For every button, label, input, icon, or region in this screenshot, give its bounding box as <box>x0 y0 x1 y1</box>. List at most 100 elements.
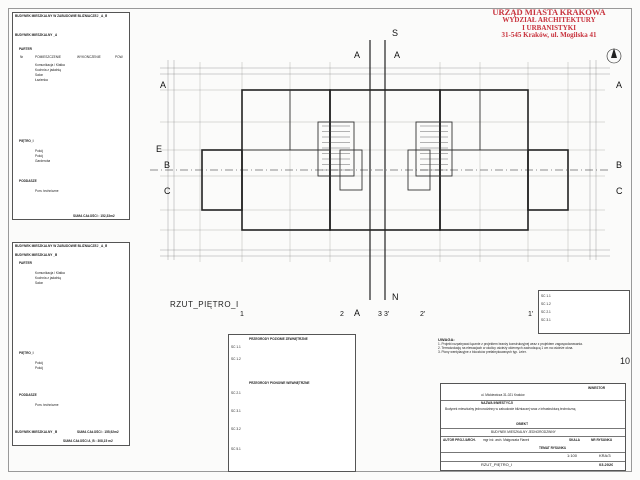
room-row: Pokój <box>35 366 43 370</box>
object-text: BUDYNEK MIESZKALNY JEDNORODZINNY <box>491 430 556 434</box>
legend-title: PRZEGRODY POZIOME ZEWNĘTRZNE <box>249 337 308 341</box>
stamp-line-4: 31-545 Kraków, ul. Mogilska 41 <box>501 31 597 39</box>
room-row: Pokój <box>35 154 43 158</box>
note-item: 1. Projekt rozpatrywać łącznie z projekt… <box>438 342 583 346</box>
table-title: BUDYNEK MIESZKALNY W ZABUDOWIE BLIŹNIACZ… <box>15 244 108 248</box>
legend-code: SC 3.1 <box>231 409 241 413</box>
investment-label: NAZWA INWESTYCJI <box>481 401 513 405</box>
sum-total: SUMA CAŁOŚCI : 155,92m2 <box>77 430 119 434</box>
axis-number: 2 <box>340 311 344 318</box>
investor-text: ul. Mickiewicza 31-021 Kraków <box>481 393 525 397</box>
legend-code: SC 1.1 <box>231 345 241 349</box>
room-row: Pokój <box>35 361 43 365</box>
note-item: 2. Termoizolację na elewacjach w okolicy… <box>438 346 574 350</box>
room-row: Salon <box>35 281 44 285</box>
notes-title: UWAGA: <box>438 337 455 342</box>
room-row: Garderoba <box>35 159 51 163</box>
axis-number: 2' <box>420 311 425 318</box>
partition-legend: PRZEGRODY POZIOME ZEWNĘTRZNE SC 1.1 SC 1… <box>228 334 356 472</box>
axis-number: 1 <box>240 311 244 318</box>
investor-label: INWESTOR <box>587 386 605 390</box>
floor-label: PODDASZE <box>19 179 37 183</box>
axis-letter: S <box>392 28 398 38</box>
axis-number: 3 <box>378 311 382 318</box>
room-row: Salon <box>35 73 44 77</box>
legend-code: SC 1.2 <box>231 357 241 361</box>
room-row: Komunikacja / Klatka <box>35 271 65 275</box>
axis-letter: A <box>354 50 360 60</box>
axis-letter: A <box>394 50 400 60</box>
room-row: Kuchnia z jadalnią <box>35 276 61 280</box>
axis-letter: A <box>616 80 622 90</box>
legend-code: SC 3.2 <box>231 427 241 431</box>
legend-title: PRZEGRODY PIONOWE WEWNĘTRZNE <box>249 381 310 385</box>
legend-row: SC 1.2 <box>541 302 551 306</box>
scale-label: SKALA <box>569 438 580 442</box>
axis-letter: A <box>354 308 360 318</box>
floor-label: PIĘTRO_I <box>19 139 34 143</box>
section-lines <box>150 40 610 300</box>
block-title: BUDYNEK MIESZKALNY _B <box>15 430 58 434</box>
legend-row: SC 3.1 <box>541 318 551 322</box>
room-row: Pom. techniczne <box>35 189 59 193</box>
investment-text: Budynek mieszkalny jednorodzinny w zabud… <box>445 407 576 411</box>
title-block: INWESTOR ul. Mickiewicza 31-021 Kraków N… <box>440 383 626 471</box>
room-row: Pom. techniczne <box>35 403 59 407</box>
legend-row: SC 1.1 <box>541 294 551 298</box>
axis-number: 1' <box>528 311 533 318</box>
block-title: BUDYNEK MIESZKALNY _B <box>15 253 58 257</box>
sum-total: SUMA CAŁOŚCI : 152,33m2 <box>73 214 115 218</box>
stamp-line-3: I URBANISTYKI <box>522 23 576 32</box>
room-row: Komunikacja / Klatka <box>35 63 65 67</box>
author-text: mgr inż. arch. Małgorzata Flanek <box>483 438 530 442</box>
axis-letter: E <box>156 144 162 154</box>
axis-number: 3' <box>384 311 389 318</box>
axis-letter: C <box>164 186 171 196</box>
axis-letter: A <box>160 80 166 90</box>
legend-code: SC 2.1 <box>231 391 241 395</box>
approval-stamp: URZĄD MIASTA KRAKOWA WYDZIAŁ ARCHITEKTUR… <box>486 8 612 40</box>
block-title: BUDYNEK MIESZKALNY _A <box>15 33 58 37</box>
legend-code: SC 5.1 <box>231 447 241 451</box>
drawing-no-value: KRA/3 <box>599 454 611 458</box>
room-row: Kuchnia z jadalnią <box>35 68 61 72</box>
page-mark: 10 <box>620 356 631 366</box>
note-item: 3. Piony wentylacyjne z bloczków prefabr… <box>438 350 527 354</box>
stamp-line-2: WYDZIAŁ ARCHITEKTURY <box>502 16 596 24</box>
grid-lines <box>160 62 605 262</box>
axis-letter: C <box>616 186 623 196</box>
axis-letter: N <box>392 292 399 302</box>
floor-label: PODDASZE <box>19 393 37 397</box>
col-header-area: POW. <box>115 55 124 59</box>
floor-label: PARTER <box>19 47 32 51</box>
col-header-name: POMIESZCZENIE <box>35 55 62 59</box>
room-table-lower: BUDYNEK MIESZKALNY W ZABUDOWIE BLIŹNIACZ… <box>12 242 130 446</box>
author-label: AUTOR PROJ./ARCH. <box>443 438 476 442</box>
object-label: OBIEKT <box>516 422 529 426</box>
col-header-nr: Nr <box>20 55 24 59</box>
room-row: Pokój <box>35 149 43 153</box>
col-header-floor: WYKOŃCZENIE <box>77 55 101 59</box>
north-arrow <box>606 48 622 64</box>
axis-letter: B <box>164 160 170 170</box>
legend-row: SC 2.1 <box>541 310 551 314</box>
notes-block: UWAGA: 1. Projekt rozpatrywać łącznie z … <box>438 337 618 354</box>
stamp-line-1: URZĄD MIASTA KRAKOWA <box>492 7 606 17</box>
plan-title: RZUT_PIĘTRO_I <box>170 300 239 309</box>
floor-label: PIĘTRO_I <box>19 351 34 355</box>
sum-grand-total: SUMA CAŁOŚCI A_B : 308,15 m2 <box>63 439 113 443</box>
drawing-no-label: NR RYSUNKU <box>591 438 613 442</box>
scale-value: 1:100 <box>567 454 578 458</box>
date-value: 03.2020 <box>599 463 614 467</box>
room-table-upper: BUDYNEK MIESZKALNY W ZABUDOWIE BLIŹNIACZ… <box>12 12 130 220</box>
sheet-title-label: TEMAT RYSUNKU <box>539 446 567 450</box>
room-row: Łazienka <box>35 78 48 82</box>
axis-letter: B <box>616 160 622 170</box>
sheet-title-value: RZUT_PIĘTRO_I <box>481 463 513 467</box>
table-title: BUDYNEK MIESZKALNY W ZABUDOWIE BLIŹNIACZ… <box>15 14 108 18</box>
legend-small-right: SC 1.1 SC 1.2 SC 2.1 SC 3.1 <box>538 290 630 334</box>
floor-label: PARTER <box>19 261 32 265</box>
